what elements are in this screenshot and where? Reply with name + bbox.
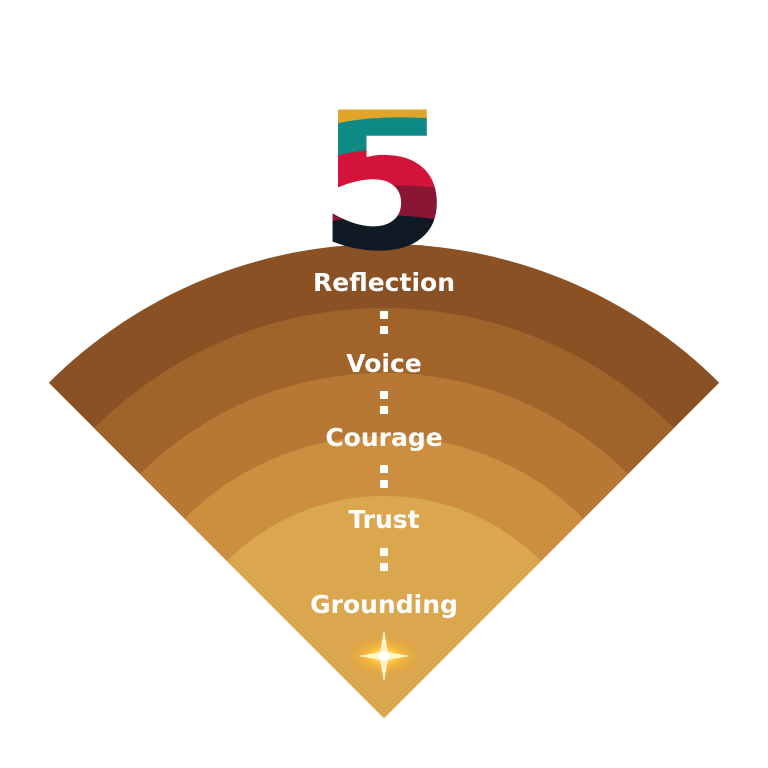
- layer-label-grounding: Grounding: [310, 590, 458, 619]
- band-grounding: [227, 495, 541, 718]
- connector-dots: [380, 311, 388, 571]
- connector-dot: [380, 465, 388, 473]
- number-five: 5: [320, 90, 450, 260]
- spark-icon: [346, 630, 422, 682]
- layer-label-voice: Voice: [346, 349, 422, 378]
- connector-dot: [380, 311, 388, 319]
- connector-dot: [380, 548, 388, 556]
- layer-label-courage: Courage: [325, 423, 442, 452]
- layer-label-reflection: Reflection: [313, 268, 455, 297]
- connector-dot: [380, 391, 388, 399]
- connector-dot: [380, 406, 388, 414]
- connector-dot: [380, 480, 388, 488]
- connector-dot: [380, 326, 388, 334]
- layer-label-trust: Trust: [348, 505, 419, 534]
- layer-labels: Reflection Voice Courage Trust Grounding: [310, 268, 458, 619]
- connector-dot: [380, 563, 388, 571]
